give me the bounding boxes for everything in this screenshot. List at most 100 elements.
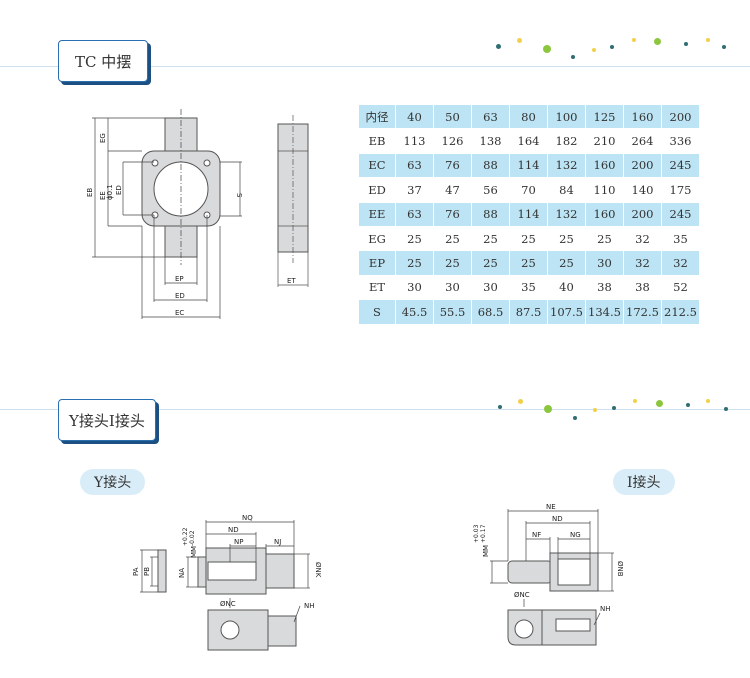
table-cell: 245 xyxy=(661,201,700,227)
table-cell: 30 xyxy=(395,274,434,301)
y-joint-bottom-thread xyxy=(267,615,297,647)
tc-spec-table: 内径 40 50 63 80 100 125 160 200 EB 113 12… xyxy=(358,103,700,325)
table-row: ED 37 47 56 70 84 110 140 175 xyxy=(358,177,700,203)
table-cell: 200 xyxy=(623,152,662,179)
table-cell: S xyxy=(358,299,396,325)
table-cell: 32 xyxy=(623,225,662,252)
table-cell: 内径 xyxy=(358,103,396,130)
decor-dot xyxy=(517,38,522,43)
table-cell: 30 xyxy=(471,274,510,301)
table-cell: 132 xyxy=(547,201,586,227)
dim-label-eb: EB xyxy=(86,188,94,197)
table-cell: 45.5 xyxy=(395,299,434,325)
dim-label-mm: MM xyxy=(190,546,198,558)
dim-label-nc: ØNC xyxy=(220,600,236,608)
table-cell: 245 xyxy=(661,152,700,179)
table-cell: 76 xyxy=(433,201,472,227)
dim-label-nk: ØNK xyxy=(314,562,322,578)
table-cell: 63 xyxy=(395,152,434,179)
y-joint-label-text: Y接头 xyxy=(94,475,132,491)
table-row: ET 30 30 30 35 40 38 38 52 xyxy=(358,274,700,301)
table-cell: 100 xyxy=(547,103,586,130)
table-cell: 164 xyxy=(509,128,548,154)
decor-dot xyxy=(518,399,523,404)
table-header-row: 内径 40 50 63 80 100 125 160 200 xyxy=(358,103,700,130)
table-cell: 25 xyxy=(395,250,434,276)
table-row: EG 25 25 25 25 25 25 32 35 xyxy=(358,225,700,252)
table-cell: EP xyxy=(358,250,396,276)
table-cell: 76 xyxy=(433,152,472,179)
decor-dot xyxy=(544,405,552,413)
table-row: EC 63 76 88 114 132 160 200 245 xyxy=(358,152,700,179)
table-row: EP 25 25 25 25 25 30 32 32 xyxy=(358,250,700,276)
dim-label-ef: ϕ0.1 xyxy=(106,184,114,200)
table-cell: 63 xyxy=(471,103,510,130)
table-cell: 84 xyxy=(547,177,586,203)
decor-dot xyxy=(633,399,637,403)
dim-label-nj: NJ xyxy=(274,538,281,546)
table-cell: 160 xyxy=(585,201,624,227)
table-cell: 25 xyxy=(585,225,624,252)
table-cell: 172.5 xyxy=(623,299,662,325)
table-cell: 87.5 xyxy=(509,299,548,325)
dim-label-nd: ND xyxy=(552,515,563,523)
table-row: S 45.5 55.5 68.5 87.5 107.5 134.5 172.5 … xyxy=(358,299,700,325)
table-cell: 63 xyxy=(395,201,434,227)
section-title-box: Y接头I接头 xyxy=(58,399,156,441)
decor-dot xyxy=(632,38,636,42)
table-cell: 134.5 xyxy=(585,299,624,325)
table-cell: 140 xyxy=(623,177,662,203)
table-cell: 70 xyxy=(509,177,548,203)
table-cell: 38 xyxy=(585,274,624,301)
dim-label-ed-bottom: ED xyxy=(175,292,185,300)
tc-trunnion-drawing: EG EB EE ϕ0.1 ED S EP ED EC ET xyxy=(86,109,309,319)
table-cell: 113 xyxy=(395,128,434,154)
table-cell: 32 xyxy=(623,250,662,276)
decor-dot xyxy=(706,399,710,403)
table-cell: 56 xyxy=(471,177,510,203)
tc-bolt-hole xyxy=(151,159,159,167)
table-cell: 52 xyxy=(661,274,700,301)
table-cell: 25 xyxy=(509,225,548,252)
decor-dot xyxy=(724,407,728,411)
dim-label-tol-up: +0.03 xyxy=(473,524,480,543)
table-cell: 138 xyxy=(471,128,510,154)
table-cell: 160 xyxy=(623,103,662,130)
table-cell: 110 xyxy=(585,177,624,203)
decor-dot xyxy=(706,38,710,42)
dim-label-tol-dn: -0.02 xyxy=(189,530,196,546)
section-title: Y接头I接头 xyxy=(69,411,145,430)
decor-dot xyxy=(656,400,663,407)
table-cell: 40 xyxy=(395,103,434,130)
dim-label-ng: NG xyxy=(570,531,581,539)
y-joint-thread xyxy=(265,553,295,589)
table-cell: EG xyxy=(358,225,396,252)
i-joint-label: I接头 xyxy=(613,469,675,495)
table-cell: 30 xyxy=(433,274,472,301)
table-cell: 200 xyxy=(661,103,700,130)
dim-label-nh: NH xyxy=(600,605,611,613)
dim-label-nb: ØNB xyxy=(616,561,624,577)
table-cell: 35 xyxy=(661,225,700,252)
table-cell: 336 xyxy=(661,128,700,154)
decor-dot xyxy=(573,416,577,420)
dim-label-et: ET xyxy=(287,277,296,285)
decor-dot xyxy=(592,48,596,52)
dim-label-nh: NH xyxy=(304,602,315,610)
table-cell: 25 xyxy=(433,225,472,252)
dim-label-np: NP xyxy=(234,538,243,546)
decor-dot xyxy=(543,45,551,53)
table-cell: 25 xyxy=(509,250,548,276)
dim-label-ec: EC xyxy=(175,309,184,317)
i-joint-slot xyxy=(557,558,591,586)
table-cell: ED xyxy=(358,177,396,203)
table-cell: 37 xyxy=(395,177,434,203)
table-cell: 25 xyxy=(471,225,510,252)
dim-label-ep: EP xyxy=(175,275,184,283)
tc-bottom-pin xyxy=(164,222,198,258)
i-joint-bottom-slot xyxy=(555,618,591,632)
dim-label-ee: EE xyxy=(99,191,107,200)
table-cell: 25 xyxy=(471,250,510,276)
table-cell: 212.5 xyxy=(661,299,700,325)
dim-label-tol-dn: +0.17 xyxy=(480,524,487,543)
